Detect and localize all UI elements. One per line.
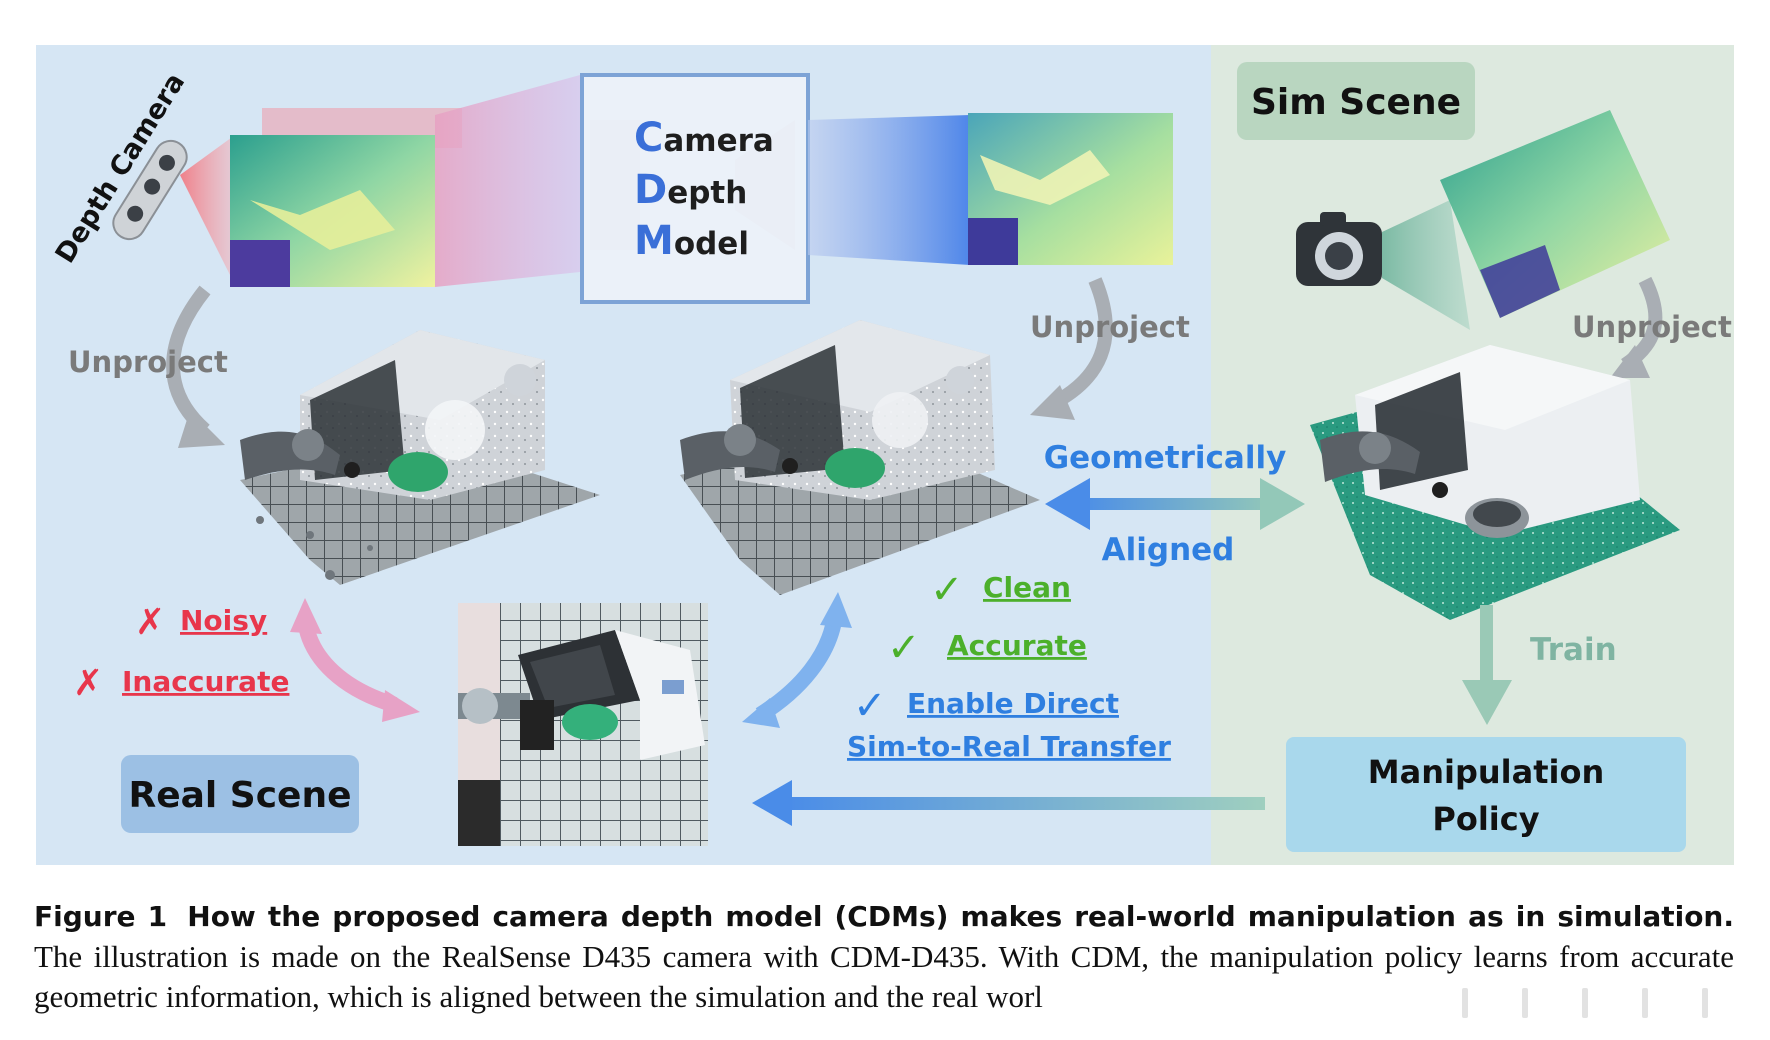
clean-mark: ✓ [930, 567, 964, 613]
cdm-line-model: Model [634, 218, 749, 264]
cdm-line-camera: Camera [634, 115, 774, 161]
aligned-arrow-left-head [1045, 478, 1090, 530]
caption-label: Figure 1 [34, 900, 168, 933]
clean-depth-floor [968, 218, 1018, 265]
unproject-right-arrowhead [1610, 345, 1650, 378]
manipulation-policy-box [1286, 737, 1686, 852]
train-arrow-shaft [1480, 605, 1493, 685]
aligned-arrow-shaft [1075, 498, 1275, 510]
noisy-label: Noisy [180, 604, 267, 637]
real-raw-depth-hole [230, 240, 290, 287]
policy-to-real-arrow-shaft [785, 797, 1265, 810]
sim-to-real-label: Sim-to-Real Transfer [847, 730, 1171, 763]
sim-scene-label: Sim Scene [1251, 82, 1461, 123]
caption-body: The illustration is made on the RealSens… [34, 939, 1734, 1014]
clean-to-photo-arrowhead-left [742, 698, 780, 728]
clean-label: Clean [983, 571, 1071, 604]
inaccurate-mark: ✗ [73, 663, 103, 704]
enable-direct-mark: ✓ [853, 683, 887, 729]
real-scene-label: Real Scene [128, 775, 351, 816]
caption-title: How the proposed camera depth model (CDM… [187, 900, 1734, 933]
raw-point-cloud [240, 330, 600, 585]
unproject-middle-label: Unproject [1030, 310, 1190, 344]
aligned-label: Aligned [1102, 532, 1235, 568]
raw-to-photo-arrowhead-up [290, 598, 322, 634]
train-label: Train [1530, 632, 1617, 668]
sim-teal-beam [1382, 200, 1470, 330]
unproject-left-label: Unproject [68, 345, 228, 379]
enable-direct-label: Enable Direct [907, 687, 1119, 720]
clean-depth-arm [980, 150, 1110, 205]
camera-red-beam [180, 135, 235, 285]
clean-to-photo-arrow [755, 613, 843, 722]
unproject-left-arrowhead [178, 410, 225, 448]
pink-beam-to-cdm [435, 75, 580, 287]
positives-list: ✓ Clean ✓ Accurate ✓ Enable Direct Sim-t… [847, 567, 1171, 763]
figure: Depth Camera Camera Depth Model Sim Scen… [36, 45, 1734, 865]
negatives-list: ✗ Noisy ✗ Inaccurate [73, 602, 289, 704]
unproject-middle-arrowhead [1030, 385, 1075, 420]
unproject-right-label: Unproject [1572, 310, 1732, 344]
policy-to-real-arrow-head [752, 780, 792, 826]
policy-line1: Manipulation [1368, 753, 1604, 791]
inaccurate-label: Inaccurate [122, 665, 289, 698]
aligned-arrow-right-head [1260, 478, 1305, 530]
depth-camera-icon [112, 139, 188, 241]
sim-point-cloud [1310, 345, 1680, 620]
real-scene-photo [458, 603, 708, 846]
clean-to-photo-arrowhead-up [820, 592, 852, 628]
policy-line2: Policy [1432, 800, 1539, 838]
sim-depth-floor [1480, 245, 1560, 318]
real-scene-badge [121, 755, 359, 833]
accurate-mark: ✓ [887, 625, 921, 671]
sim-scene-badge [1237, 62, 1475, 140]
sim-camera-icon [1296, 212, 1382, 286]
cdm-line-depth: Depth [634, 167, 747, 213]
cdm-box [580, 73, 810, 304]
real-raw-depth-arm [250, 190, 395, 250]
figure-caption: Figure 1 How the proposed camera depth m… [34, 896, 1734, 1017]
figure-canvas: Depth Camera Camera Depth Model Sim Scen… [36, 45, 1734, 865]
geometrically-label: Geometrically [1044, 440, 1287, 476]
redaction-overlay [1352, 980, 1732, 1028]
noisy-mark: ✗ [135, 602, 165, 643]
raw-to-photo-arrowhead-right [382, 690, 420, 722]
clean-point-cloud [680, 320, 1040, 595]
train-arrow-head [1462, 680, 1512, 725]
blue-beam-from-cdm [808, 115, 970, 265]
accurate-label: Accurate [947, 629, 1087, 662]
unproject-middle-arrow [1046, 277, 1113, 412]
cdm-title: Camera Depth Model [634, 115, 774, 264]
